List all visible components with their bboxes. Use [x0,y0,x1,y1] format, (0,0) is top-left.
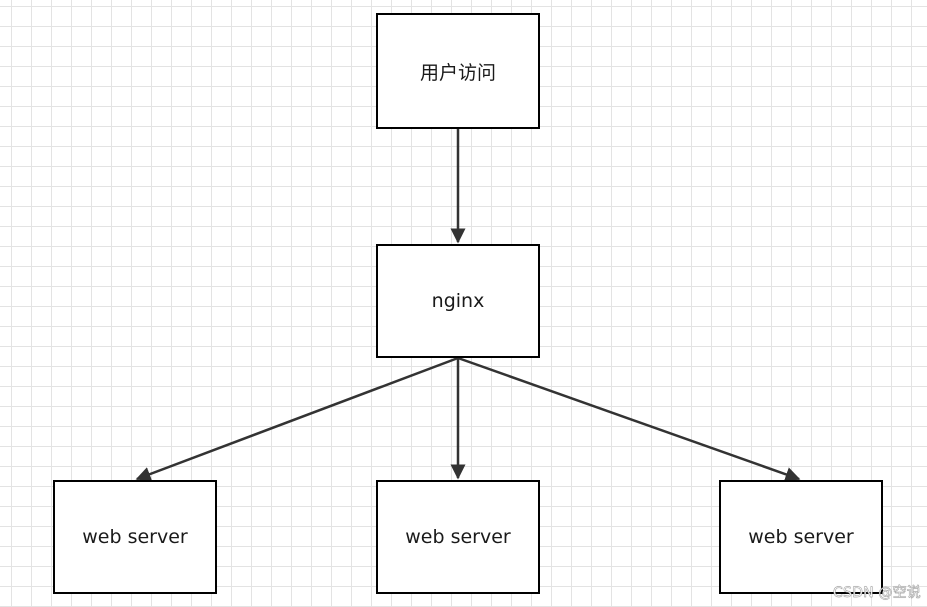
edge-nginx-to-web-server-3 [457,356,801,482]
edge-nginx-to-web-server-1 [135,356,459,482]
node-web-server-1-label: web server [82,526,188,548]
node-user-access-label: 用户访问 [419,61,496,84]
node-web-server-2: web server [376,480,540,594]
node-nginx: nginx [376,244,540,358]
watermark: CSDN @空说 [833,585,921,601]
node-user-access: 用户访问 [376,13,540,129]
node-web-server-1: web server [53,480,217,594]
node-web-server-3: web server [719,480,883,594]
node-web-server-2-label: web server [405,526,511,548]
node-web-server-3-label: web server [748,526,854,548]
node-nginx-label: nginx [431,290,485,312]
